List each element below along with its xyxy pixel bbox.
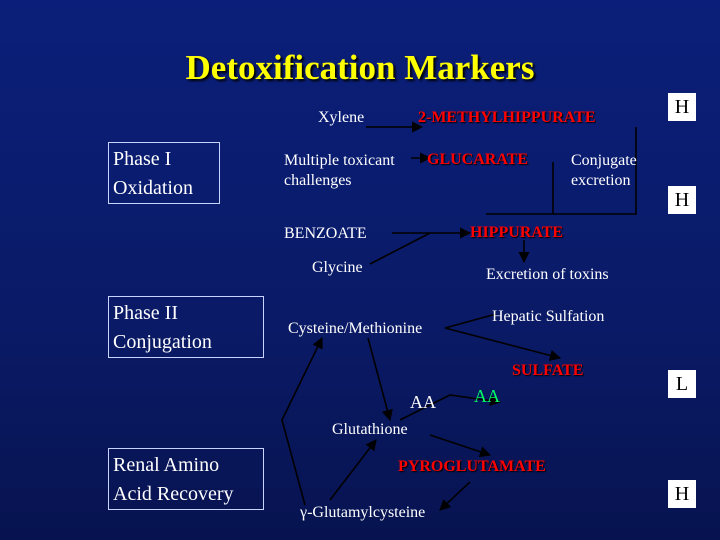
node-aa-right: AA: [474, 386, 500, 406]
arrow-cys-sulfate: [444, 327, 562, 361]
indicator-low-3: L: [668, 370, 696, 398]
node-benzoate: BENZOATE: [284, 225, 367, 242]
indicator-high-1: H: [668, 93, 696, 121]
renal-recovery-box: Renal Amino Acid Recovery: [108, 448, 264, 510]
node-glutathione: Glutathione: [332, 421, 408, 438]
line-methylhippurate-excretion: [486, 127, 637, 215]
arrow-glutathione-pyroglutamate: [429, 434, 492, 458]
node-hepatic-sulfation: Hepatic Sulfation: [492, 308, 605, 325]
marker-pyroglutamate: PYROGLUTAMATE: [398, 458, 546, 475]
node-multiple-toxicant: Multiple toxicant challenges: [284, 152, 395, 189]
phase-1-box: Phase I Oxidation: [108, 142, 220, 204]
node-cysteine-methionine: Cysteine/Methionine: [288, 320, 423, 337]
arrow-glutamylcysteine-cys: [281, 336, 323, 506]
indicator-high-2: H: [668, 186, 696, 214]
marker-2-methylhippurate: 2-METHYLHIPPURATE: [418, 109, 596, 126]
arrow-pyroglutamate-glutamylcysteine: [439, 481, 471, 511]
node-aa-left: AA: [410, 392, 436, 412]
marker-hippurate: HIPPURATE: [470, 224, 564, 241]
arrow-cys-glutathione: [367, 337, 393, 422]
node-glycine: Glycine: [312, 259, 363, 276]
arrow-glutathione-aa: [399, 394, 502, 421]
line-cys-hepatic: [444, 313, 497, 329]
arrow-glutamylcysteine-glutathione: [329, 439, 377, 501]
node-xylene: Xylene: [318, 109, 365, 126]
node-excretion-of-toxins: Excretion of toxins: [486, 266, 609, 283]
node-conjugate-excretion: Conjugate excretion: [571, 152, 637, 189]
line-glycine-join: [369, 232, 431, 265]
phase-2-box: Phase II Conjugation: [108, 296, 264, 358]
node-glutamylcysteine: γ-Glutamylcysteine: [300, 504, 426, 521]
marker-sulfate: SULFATE: [512, 362, 584, 379]
indicator-high-4: H: [668, 480, 696, 508]
marker-glucarate: GLUCARATE: [427, 151, 529, 168]
page-title: Detoxification Markers: [185, 48, 535, 87]
